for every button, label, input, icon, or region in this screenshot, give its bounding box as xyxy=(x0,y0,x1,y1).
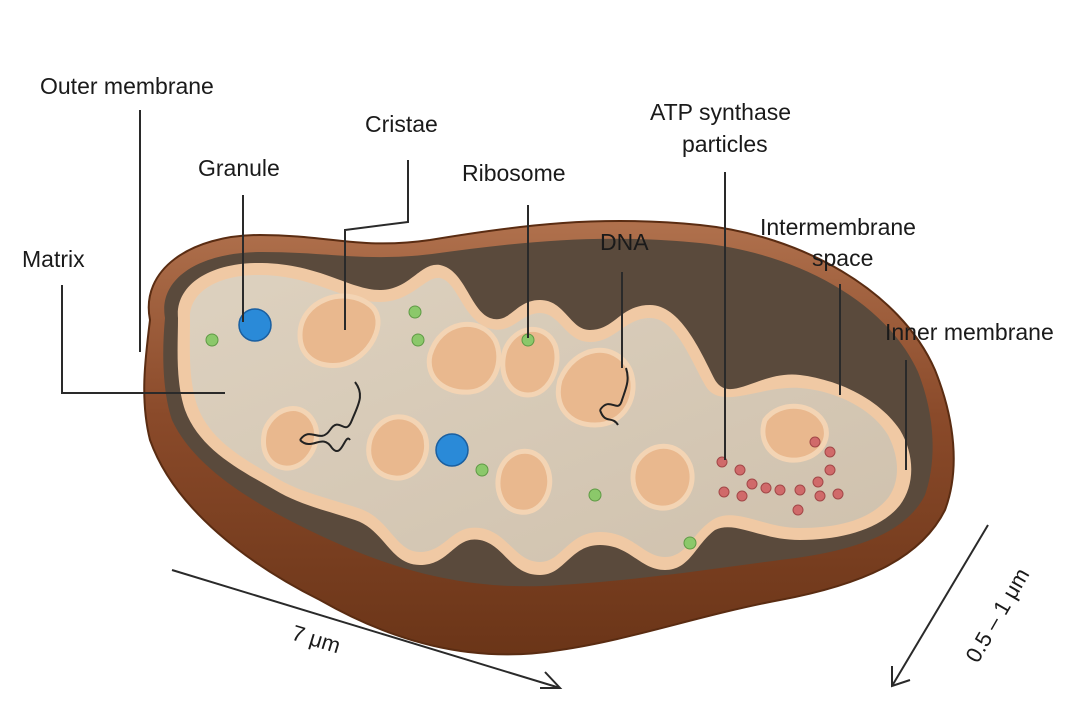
ribosome-3 xyxy=(412,334,424,346)
label-intermembrane-line1: Intermembrane xyxy=(760,214,916,240)
label-outer-membrane: Outer membrane xyxy=(40,73,214,99)
crista-fold-8 xyxy=(633,446,692,508)
label-granule: Granule xyxy=(198,155,280,181)
label-ribosome: Ribosome xyxy=(462,160,566,186)
label-dna: DNA xyxy=(600,229,649,255)
crista-fold-2 xyxy=(429,324,499,392)
label-width: 0.5 – 1 μm xyxy=(960,564,1034,667)
granule-2 xyxy=(436,434,468,466)
label-matrix: Matrix xyxy=(22,246,85,272)
crista-fold-9 xyxy=(763,406,826,460)
ribosome-2 xyxy=(409,306,421,318)
crista-fold-7 xyxy=(498,451,550,512)
ribosome-1 xyxy=(206,334,218,346)
label-atp-line1: ATP synthase xyxy=(650,99,791,125)
label-atp-line2: particles xyxy=(682,131,768,157)
label-inner-membrane: Inner membrane xyxy=(885,319,1054,345)
label-cristae: Cristae xyxy=(365,111,438,137)
ribosome-7 xyxy=(684,537,696,549)
crista-fold-5 xyxy=(264,409,317,469)
label-length: 7 μm xyxy=(289,620,344,658)
ribosome-5 xyxy=(476,464,488,476)
crista-fold-6 xyxy=(369,417,427,478)
label-intermembrane-line2: space xyxy=(812,245,873,271)
ribosome-6 xyxy=(589,489,601,501)
